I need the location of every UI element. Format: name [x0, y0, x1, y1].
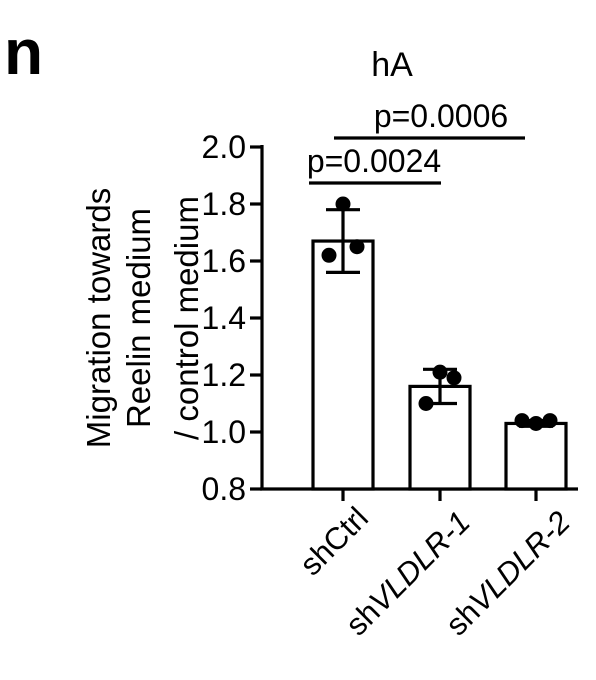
bars	[311, 239, 568, 491]
data-point	[321, 247, 337, 263]
y-tick-label: 1.2	[202, 357, 246, 393]
data-point	[542, 413, 558, 429]
y-tick-label: 1.4	[202, 300, 246, 336]
bar	[504, 421, 568, 491]
category-name: VLDLR-2	[462, 504, 577, 619]
y-tick-label: 1.0	[202, 414, 246, 450]
data-point	[528, 415, 544, 431]
bar	[311, 239, 375, 491]
chart-title: hA	[371, 46, 413, 84]
significance-brackets: p=0.0024 p=0.0006	[307, 98, 525, 185]
y-axis-label: Migration towards Reelin medium / contro…	[80, 188, 205, 448]
panel-label: n	[4, 16, 43, 88]
y-axis-label-line-1: Migration towards	[80, 188, 117, 448]
data-point	[446, 370, 462, 386]
y-axis-label-line-3: / control medium	[168, 196, 205, 440]
y-tick-label: 0.8	[202, 471, 246, 507]
data-point	[514, 413, 530, 429]
y-tick-label: 1.8	[202, 186, 246, 222]
y-tick-label: 1.6	[202, 243, 246, 279]
data-point	[349, 239, 365, 255]
axes: 0.8 1.0 1.2 1.4 1.6 1.8 2.0	[202, 129, 578, 507]
p-value-label: p=0.0024	[307, 143, 441, 179]
data-point	[335, 196, 351, 212]
data-point	[418, 396, 434, 411]
y-axis-label-line-2: Reelin medium	[120, 208, 157, 428]
x-category-label: shCtrl	[293, 500, 375, 582]
data-points	[321, 196, 558, 431]
y-tick-label: 2.0	[202, 129, 246, 165]
p-value-label: p=0.0006	[374, 98, 508, 134]
data-point	[432, 364, 448, 380]
